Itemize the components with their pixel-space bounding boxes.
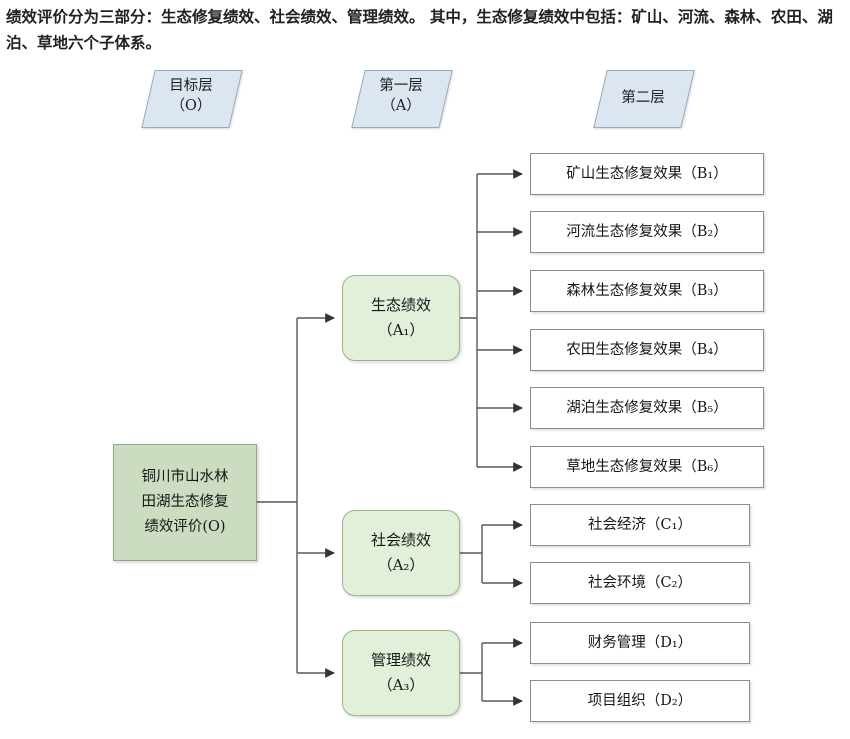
node-indicator-D2-label: 项目组织（D₂） <box>587 693 693 709</box>
node-indicator-B3[interactable]: 森林生态修复效果（B₃） <box>530 270 764 312</box>
node-indicator-C2-label: 社会环境（C₂） <box>588 575 692 591</box>
caption-text: 绩效评价分为三部分：生态修复绩效、社会绩效、管理绩效。 其中，生态修复绩效中包括… <box>6 8 833 52</box>
node-indicator-B3-label: 森林生态修复效果（B₃） <box>566 283 728 299</box>
node-indicator-C1-label: 社会经济（C₁） <box>588 517 692 533</box>
node-indicator-D2[interactable]: 项目组织（D₂） <box>530 680 750 722</box>
legend-label-second: 第二层 <box>621 90 665 106</box>
node-indicator-D1-label: 财务管理（D₁） <box>587 635 693 651</box>
node-indicator-B2-label: 河流生态修复效果（B₂） <box>566 224 728 240</box>
node-goal-O[interactable]: 铜川市山水林 田湖生态修复 绩效评价(O) <box>113 444 257 561</box>
node-indicator-B1-label: 矿山生态修复效果（B₁） <box>566 166 728 182</box>
node-indicator-C2[interactable]: 社会环境（C₂） <box>530 562 750 604</box>
node-indicator-B2[interactable]: 河流生态修复效果（B₂） <box>530 211 764 253</box>
node-indicator-B4[interactable]: 农田生态修复效果（B₄） <box>530 329 764 371</box>
node-criteria-A3[interactable]: 管理绩效 （A₃） <box>342 630 460 716</box>
node-criteria-A1[interactable]: 生态绩效 （A₁） <box>342 275 460 361</box>
node-criteria-A2-label: 社会绩效 （A₂） <box>370 531 431 574</box>
node-indicator-B6[interactable]: 草地生态修复效果（B₆） <box>530 446 764 488</box>
node-indicator-D1[interactable]: 财务管理（D₁） <box>530 622 750 664</box>
node-indicator-B4-label: 农田生态修复效果（B₄） <box>566 342 728 358</box>
legend-label-goal: 目标层 （O） <box>169 78 213 114</box>
node-criteria-A3-label: 管理绩效 （A₃） <box>370 651 431 694</box>
node-indicator-B6-label: 草地生态修复效果（B₆） <box>566 459 728 475</box>
node-indicator-B1[interactable]: 矿山生态修复效果（B₁） <box>530 153 764 195</box>
node-indicator-B5[interactable]: 湖泊生态修复效果（B₅） <box>530 387 764 429</box>
legend-label-first: 第一层 （A） <box>379 78 423 114</box>
node-criteria-A2[interactable]: 社会绩效 （A₂） <box>342 510 460 596</box>
node-indicator-C1[interactable]: 社会经济（C₁） <box>530 504 750 546</box>
node-criteria-A1-label: 生态绩效 （A₁） <box>370 296 431 339</box>
node-goal-O-label: 铜川市山水林 田湖生态修复 绩效评价(O) <box>141 469 229 535</box>
node-indicator-B5-label: 湖泊生态修复效果（B₅） <box>566 400 728 416</box>
